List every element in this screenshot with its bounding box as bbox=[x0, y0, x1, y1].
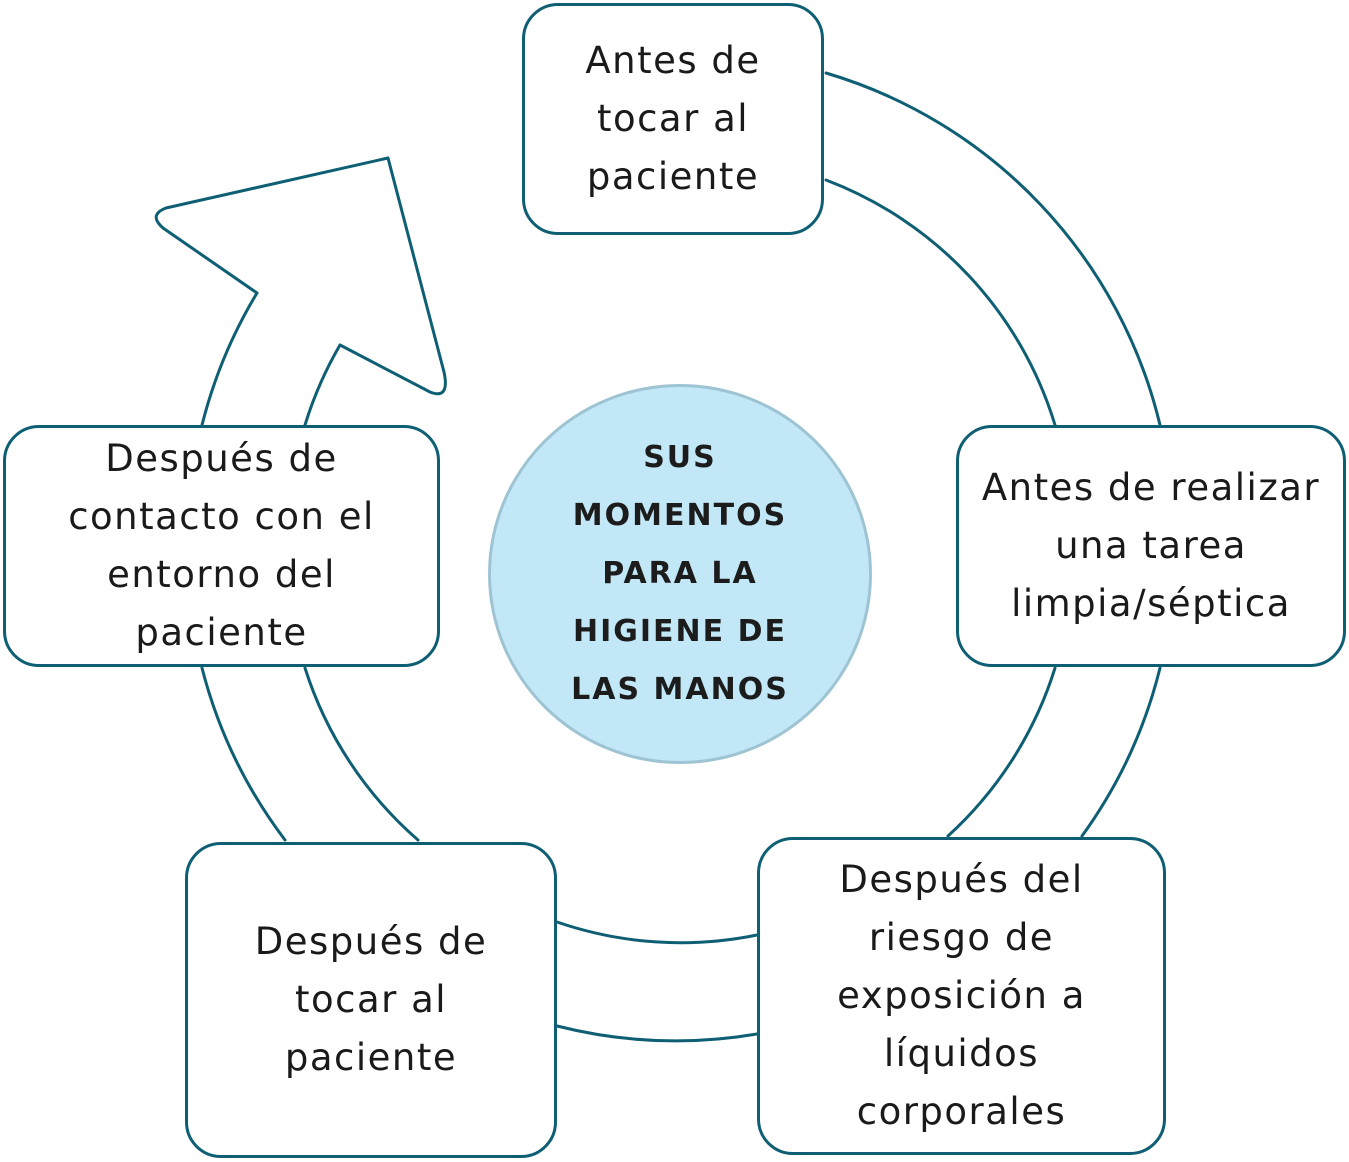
moment-box-antes-tocar: Antes de tocar al paciente bbox=[522, 3, 824, 235]
ring-inner-arc bbox=[555, 920, 759, 945]
ring-inner-arc bbox=[824, 178, 1057, 427]
moment-label: Antes de tocar al paciente bbox=[585, 39, 761, 198]
moment-box-antes-tarea: Antes de realizar una tarea limpia/sépti… bbox=[956, 425, 1346, 667]
ring-outer-arc bbox=[200, 666, 287, 842]
ring-outer-arc bbox=[555, 1024, 759, 1043]
ring-inner-arc bbox=[303, 666, 420, 842]
ring-inner-arc bbox=[303, 343, 342, 427]
center-title: SUS MOMENTOS PARA LA HIGIENE DE LAS MANO… bbox=[571, 440, 789, 707]
moment-label: Después del riesgo de exposición a líqui… bbox=[837, 858, 1086, 1133]
arrow-head-icon bbox=[154, 156, 447, 396]
moment-box-despues-tocar: Después de tocar al paciente bbox=[185, 842, 557, 1158]
moment-label: Después de contacto con el entorno del p… bbox=[68, 437, 375, 654]
moment-label: Después de tocar al paciente bbox=[254, 920, 488, 1079]
ring-outer-arc bbox=[824, 71, 1162, 427]
ring-inner-arc bbox=[946, 666, 1057, 838]
moment-box-despues-entorno: Después de contacto con el entorno del p… bbox=[3, 425, 440, 667]
ring-outer-arc bbox=[200, 291, 259, 427]
moment-box-despues-riesgo: Después del riesgo de exposición a líqui… bbox=[757, 837, 1166, 1155]
moment-label: Antes de realizar una tarea limpia/sépti… bbox=[981, 466, 1321, 625]
center-circle: SUS MOMENTOS PARA LA HIGIENE DE LAS MANO… bbox=[488, 384, 872, 764]
ring-outer-arc bbox=[1080, 666, 1162, 838]
